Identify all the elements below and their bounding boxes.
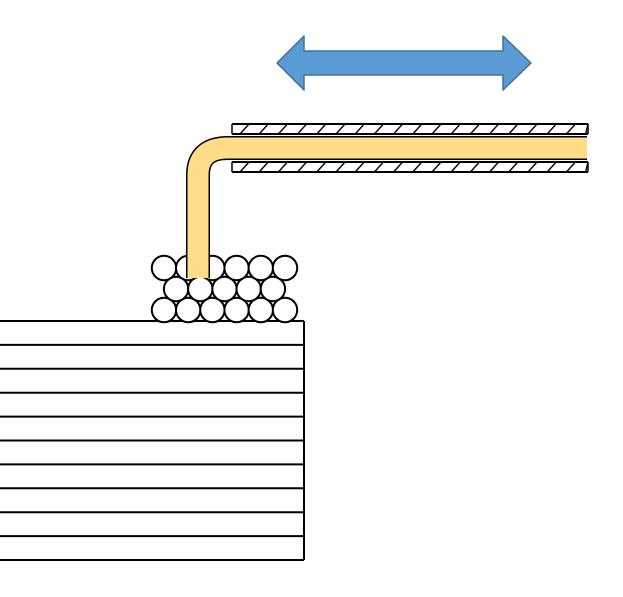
sleeve-bottom-wall xyxy=(231,161,589,173)
sleeve-hatch xyxy=(508,123,519,135)
sleeve-hatch xyxy=(335,161,346,173)
sleeve-hatch xyxy=(469,161,480,173)
sleeve-hatch xyxy=(546,123,557,135)
sleeve-hatch xyxy=(565,161,576,173)
sleeve-hatch xyxy=(373,123,384,135)
double-headed-arrow-icon xyxy=(276,35,532,91)
bundle-circle xyxy=(259,275,287,303)
sleeve-hatch xyxy=(393,161,404,173)
sleeve-hatch xyxy=(354,123,365,135)
sleeve-hatch xyxy=(277,161,288,173)
sleeve-hatch xyxy=(239,123,250,135)
bundle-circle xyxy=(150,254,178,282)
bundle-circle xyxy=(223,254,250,282)
sleeve-hatch xyxy=(527,123,538,135)
hatched-sleeve xyxy=(231,123,589,173)
sleeve-hatch xyxy=(258,123,269,135)
sleeve-hatch xyxy=(584,161,589,173)
bundle-circle xyxy=(247,254,274,282)
sleeve-hatch xyxy=(354,161,365,173)
sleeve-hatch xyxy=(546,161,557,173)
sleeve-hatch xyxy=(508,161,519,173)
bundle-circle xyxy=(271,296,299,324)
sleeve-hatch xyxy=(258,161,269,173)
sleeve-hatch xyxy=(412,161,423,173)
sleeve-top-wall xyxy=(231,123,589,135)
sleeve-hatch xyxy=(450,123,461,135)
layer-stack xyxy=(0,320,305,561)
sleeve-hatch xyxy=(489,161,500,173)
sleeve-hatch xyxy=(316,123,327,135)
sleeve-hatch xyxy=(469,123,480,135)
sleeve-hatch xyxy=(297,161,308,173)
sleeve-hatch xyxy=(373,161,384,173)
sleeve-hatch xyxy=(277,123,288,135)
sleeve-hatch xyxy=(431,123,442,135)
sleeve-hatch xyxy=(584,123,589,135)
sleeve-hatch xyxy=(489,123,500,135)
sleeve-hatch xyxy=(450,161,461,173)
sleeve-hatch xyxy=(239,161,250,173)
sleeve-hatch xyxy=(412,123,423,135)
sleeve-hatch xyxy=(335,123,346,135)
sleeve-hatch xyxy=(393,123,404,135)
sleeve-hatch xyxy=(565,123,576,135)
bundle-circle xyxy=(271,254,299,282)
fiber-core xyxy=(187,137,587,278)
sleeve-hatch xyxy=(431,161,442,173)
sleeve-hatch xyxy=(316,161,327,173)
sleeve-hatch xyxy=(297,123,308,135)
sleeve-hatch xyxy=(527,161,538,173)
circle-bundle xyxy=(150,254,299,324)
